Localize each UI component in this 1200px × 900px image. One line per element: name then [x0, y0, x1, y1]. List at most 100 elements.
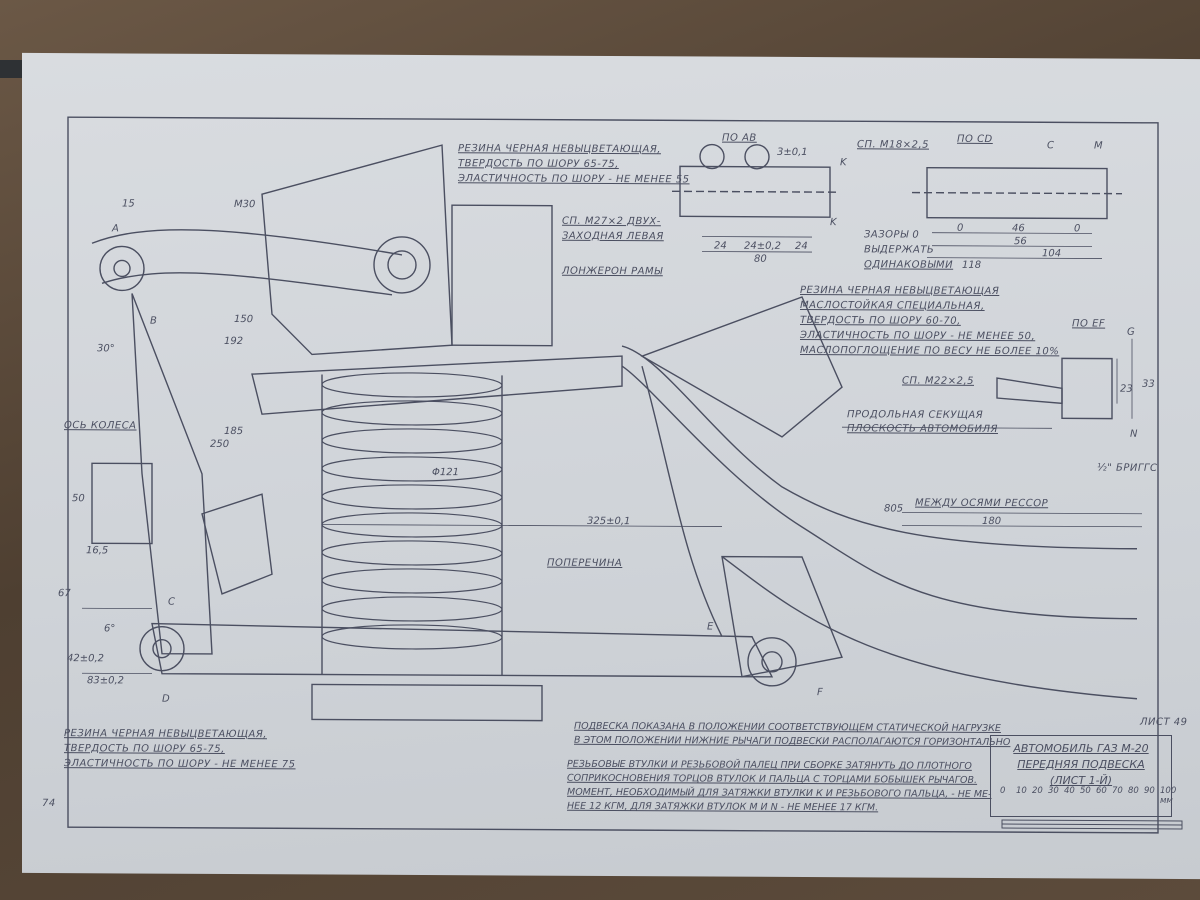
letter-e: E: [707, 621, 714, 633]
label-rubber-mid-5: МАСЛОПОГЛОЩЕНИЕ ПО ВЕСУ НЕ БОЛЕЕ 10%: [800, 344, 1060, 358]
scale-number: 10: [1016, 786, 1027, 796]
dim-805: 805: [884, 503, 904, 515]
letter-n: N: [1130, 428, 1138, 440]
scale-number: 90: [1144, 786, 1155, 796]
drawing-frame: [67, 116, 1159, 834]
dim-80: 80: [754, 253, 767, 265]
upper-ball-joint: [99, 245, 145, 292]
dim-56: 56: [1014, 236, 1027, 248]
letter-cc: C: [1047, 140, 1054, 152]
label-crossmember: ПОПЕРЕЧИНА: [547, 557, 623, 570]
scale-number: 60: [1096, 786, 1107, 796]
label-rubber-mid-2: МАСЛОСТОЙКАЯ СПЕЦИАЛЬНАЯ,: [800, 299, 985, 312]
dim-250: 250: [210, 438, 230, 451]
dim-6: 6°: [104, 623, 116, 635]
steering-knuckle: [131, 293, 213, 655]
label-briggs: ½" БРИГГС: [1097, 462, 1158, 474]
letter-b: B: [150, 315, 157, 327]
dim-165: 16,5: [86, 545, 109, 557]
label-between-springs: МЕЖДУ ОСЯМИ РЕССОР: [915, 497, 1049, 510]
dim-3: 3±0,1: [777, 146, 808, 159]
frame-rail-top: [621, 345, 1138, 550]
label-wheel-axis: ОСЬ КОЛЕСА: [64, 420, 137, 432]
dim-24a: 24: [714, 240, 727, 252]
scale-number: 70: [1112, 786, 1123, 796]
suspension-drawing: [67, 116, 1183, 834]
upper-pivot: [373, 236, 431, 294]
scale-number: 30: [1048, 786, 1059, 796]
spring-coil: [321, 596, 503, 622]
letter-m: M: [1094, 140, 1103, 152]
dim-23: 23: [1120, 383, 1133, 395]
label-rubber-mid-1: РЕЗИНА ЧЕРНАЯ НЕВЫЦВЕТАЮЩАЯ: [800, 284, 1000, 298]
crossmember-line: [641, 365, 723, 637]
spring-seat-upper: [251, 355, 623, 415]
label-view-cd: ПО CD: [957, 133, 993, 145]
label-gaps-3: ОДИНАКОВЫМИ: [864, 259, 954, 271]
dim-0a: 0: [957, 222, 964, 234]
label-rubber-top-2: ТВЕРДОСТЬ ПО ШОРУ 65-75,: [458, 158, 619, 171]
spring-coil: [321, 568, 503, 594]
spring-coil: [321, 456, 503, 482]
spring-coil: [321, 372, 503, 398]
letter-c: C: [168, 596, 175, 608]
label-gaps-1: ЗАЗОРЫ 0: [864, 229, 920, 241]
spring-coil: [321, 540, 503, 566]
label-thread-m27-1: СП. М27×2 ДВУХ-: [562, 215, 661, 228]
dim-46: 46: [1012, 223, 1025, 235]
lower-pivot: [747, 637, 797, 687]
dim-0b: 0: [1074, 223, 1081, 235]
label-rubber-mid-4: ЭЛАСТИЧНОСТЬ ПО ШОРУ - НЕ МЕНЕЕ 50,: [800, 329, 1036, 343]
scale-number: 80: [1128, 786, 1139, 796]
dim-83: 83±0,2: [87, 675, 125, 687]
lower-arm: [151, 622, 774, 678]
dim-30: 30°: [97, 343, 115, 355]
dim-150: 150: [234, 314, 254, 326]
label-thread-m27-2: ЗАХОДНАЯ ЛЕВАЯ: [562, 230, 664, 243]
label-rubber-top-3: ЭЛАСТИЧНОСТЬ ПО ШОРУ - НЕ МЕНЕЕ 55: [458, 173, 690, 186]
wheel-hub: [91, 462, 153, 545]
label-thread-m18: СП. М18×2,5: [857, 139, 929, 151]
dim-m30: M30: [234, 199, 256, 211]
label-rubber-top-1: РЕЗИНА ЧЕРНАЯ НЕВЫЦВЕТАЮЩАЯ,: [458, 143, 661, 156]
label-frame-member: ЛОНЖЕРОН РАМЫ: [562, 265, 663, 278]
rubber-bumper-block: [640, 296, 843, 438]
label-rubber-mid-3: ТВЕРДОСТЬ ПО ШОРУ 60-70,: [800, 314, 961, 327]
dim-325: 325±0,1: [587, 515, 631, 528]
dim-42: 42±0,2: [67, 653, 105, 665]
scale-number: 50: [1080, 786, 1091, 796]
drawing-sheet: РЕЗИНА ЧЕРНАЯ НЕВЫЦВЕТАЮЩАЯ, ТВЕРДОСТЬ П…: [22, 52, 1200, 880]
lower-ball-joint: [139, 625, 185, 672]
scale-number: 20: [1032, 786, 1043, 796]
title-line-1: АВТОМОБИЛЬ ГАЗ М-20: [1013, 742, 1149, 755]
dim-24b: 24±0,2: [744, 240, 782, 252]
frame-section: [451, 204, 553, 347]
label-thread-m22: СП. М22×2,5: [902, 375, 974, 387]
title-line-3: (ЛИСТ 1-Й): [1049, 774, 1113, 787]
dim-50: 50: [72, 493, 85, 505]
dim-33: 33: [1142, 378, 1155, 390]
bump-stop: [201, 493, 273, 595]
dim-121: Φ121: [432, 467, 459, 479]
letter-k: K: [840, 157, 847, 169]
letter-f: F: [817, 687, 823, 699]
dim-180: 180: [982, 515, 1002, 528]
scale-bar: [1001, 819, 1183, 830]
dim-67: 67: [58, 588, 71, 600]
coil-spring: [321, 372, 503, 650]
spring-coil: [321, 400, 503, 426]
label-view-ab: ПО АВ: [722, 132, 757, 144]
label-gaps-2: ВЫДЕРЖАТЬ: [864, 244, 935, 256]
title-block: АВТОМОБИЛЬ ГАЗ М-20 ПЕРЕДНЯЯ ПОДВЕСКА (Л…: [990, 735, 1172, 817]
note-bushings-4: НЕЕ 12 КГМ, ДЛЯ ЗАТЯЖКИ ВТУЛОК M И N - Н…: [567, 800, 879, 814]
label-rubber-bottom-3: ЭЛАСТИЧНОСТЬ ПО ШОРУ - НЕ МЕНЕЕ 75: [64, 758, 296, 771]
spring-coil: [321, 624, 503, 650]
label-section-plane-1: ПРОДОЛЬНАЯ СЕКУЩАЯ: [847, 409, 984, 421]
frame-rail-lower: [721, 556, 1138, 700]
note-static-2: В ЭТОМ ПОЛОЖЕНИИ НИЖНИЕ РЫЧАГИ ПОДВЕСКИ …: [574, 734, 1011, 749]
crossmember-bracket: [721, 555, 843, 678]
letter-g: G: [1127, 326, 1135, 338]
detail-ef-body: [1061, 357, 1113, 420]
dim-185: 185: [224, 425, 244, 438]
